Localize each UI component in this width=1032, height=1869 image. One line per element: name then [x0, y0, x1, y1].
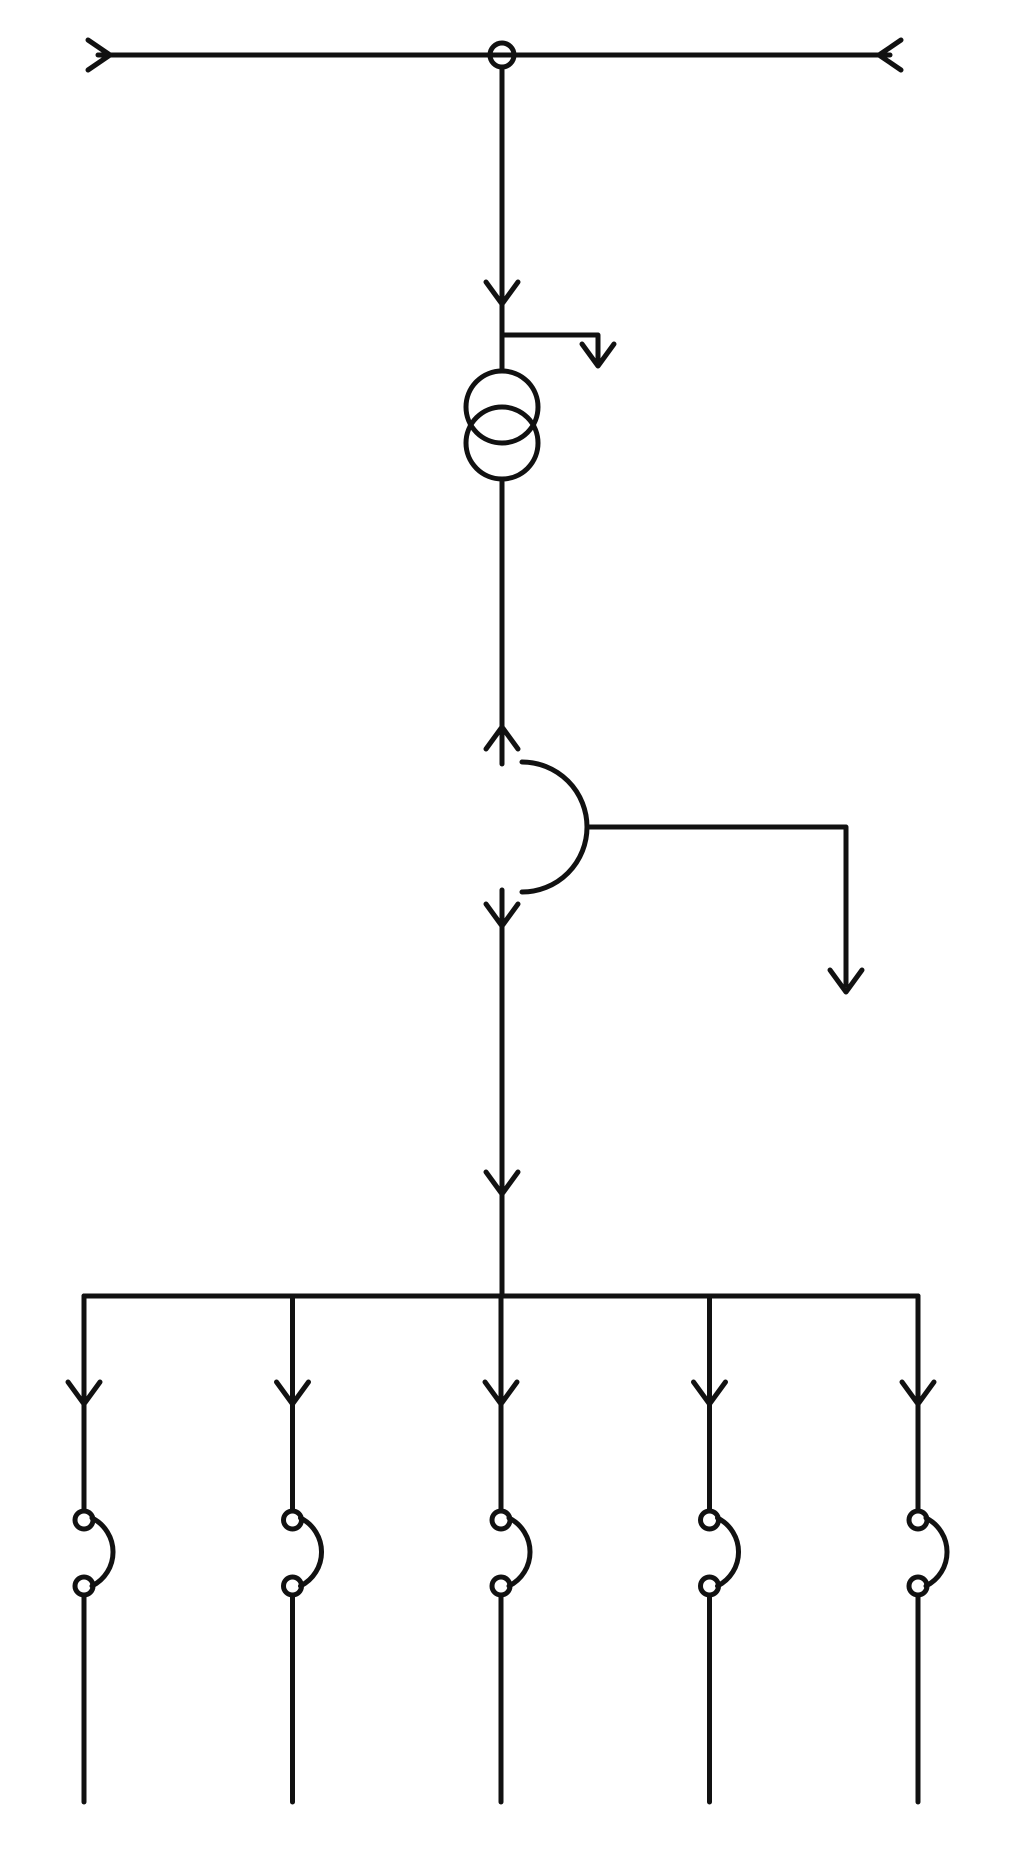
auxiliary-tap-arrow	[579, 341, 617, 369]
feeder-5-upper-contact	[906, 1508, 930, 1532]
secondary-feed	[483, 476, 521, 767]
main-switch-contact-arc	[519, 759, 590, 895]
feeder-4-upper-contact	[698, 1508, 721, 1532]
main-switch-lower-plug-arrow	[483, 901, 521, 929]
main-switch-operating-link	[584, 824, 849, 988]
main-switch-operating-arrow	[827, 967, 865, 995]
feeder-group	[65, 1293, 950, 1805]
transformer	[463, 368, 541, 482]
busbar-left-terminal-arrow	[85, 37, 113, 73]
transformer-primary-winding	[463, 368, 541, 446]
feeder-3-plug-arrow	[482, 1379, 520, 1407]
feeder-3-upper-contact	[489, 1508, 513, 1532]
feeder-5-switch-blade	[923, 1515, 950, 1589]
feeder-3-switch-blade	[506, 1515, 533, 1589]
feeder-1	[65, 1293, 116, 1805]
feeder-5	[899, 1293, 950, 1805]
feeder-2-switch-blade	[298, 1515, 324, 1589]
feeder-2-upper-contact	[281, 1508, 304, 1532]
feeder-2	[274, 1293, 324, 1805]
main-withdrawable-switch	[483, 759, 865, 1299]
feeder-2-plug-arrow	[274, 1379, 311, 1407]
feeder-4-switch-blade	[715, 1515, 741, 1589]
incoming-feeder	[483, 64, 521, 373]
feeder-4-plug-arrow	[691, 1379, 728, 1407]
feeder-3	[482, 1293, 533, 1805]
feeder-1-upper-contact	[72, 1508, 96, 1532]
main-switch-upper-plug-arrow	[483, 724, 521, 752]
feeder-4	[691, 1293, 741, 1805]
feeder-1-plug-arrow	[65, 1379, 103, 1407]
feeder-5-plug-arrow	[899, 1379, 937, 1407]
incoming-busbar	[85, 37, 904, 73]
incoming-feeder-plug-arrow	[483, 279, 521, 307]
busbar-right-terminal-arrow	[876, 37, 904, 73]
outgoing-feeder-plug-arrow	[483, 1169, 521, 1197]
feeder-1-switch-blade	[89, 1515, 116, 1589]
auxiliary-tap	[499, 332, 617, 369]
